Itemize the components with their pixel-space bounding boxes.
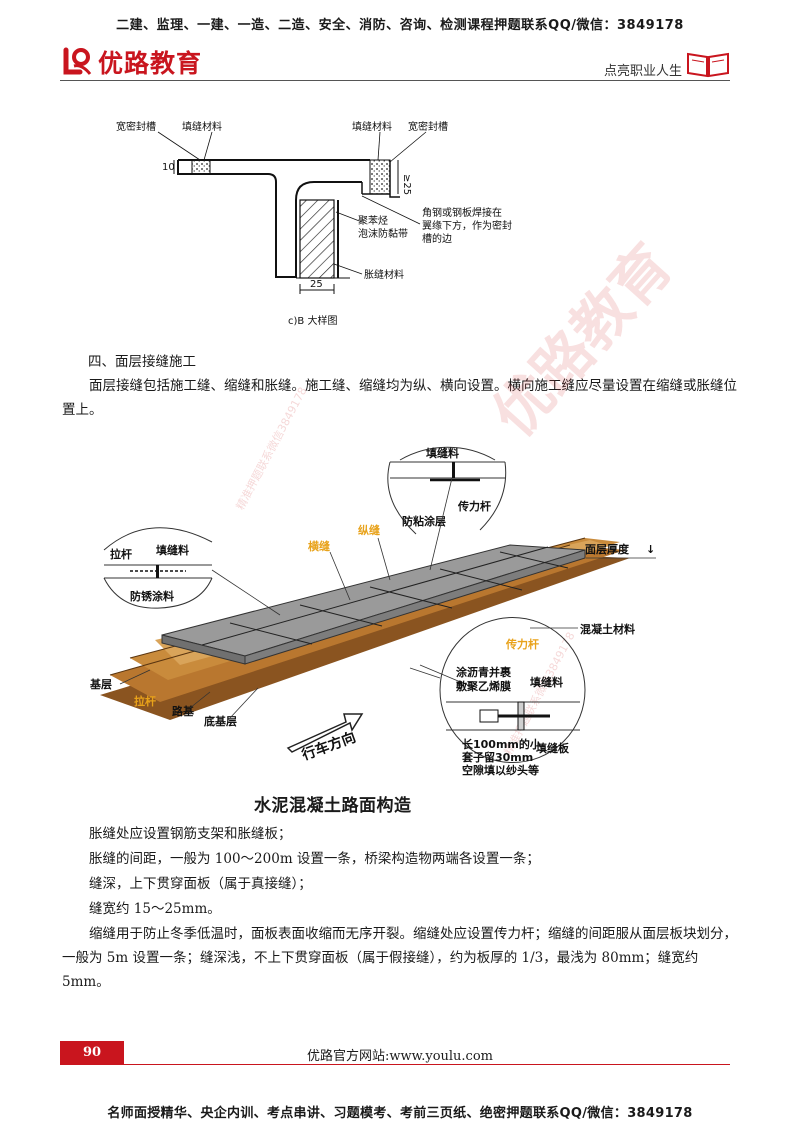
expansion-material-label: 胀缝材料 <box>364 268 404 281</box>
subgrade-label: 路基 <box>172 704 195 718</box>
section-heading: 四、面层接缝施工 <box>88 354 196 370</box>
tie-bar-yellow-label: 拉杆 <box>134 694 156 708</box>
foam-label-line2: 泡沫防黏带 <box>358 227 408 240</box>
transverse-joint-label: 横缝 <box>308 539 330 553</box>
anti-stick-label: 防粘涂层 <box>402 514 446 528</box>
dowel-yellow-label: 传力杆 <box>505 637 539 651</box>
seal-slot-left-label: 宽密封槽 <box>116 120 156 133</box>
angle-label-line2: 翼缘下方，作为密封 <box>422 219 512 232</box>
thickness-arrow-icon: ↓ <box>646 543 655 556</box>
anti-rust-label: 防锈涂料 <box>130 589 174 603</box>
text2-paragraph: 缩缝用于防止冬季低温时，面板表面收缩而无序开裂。缩缝处应设置传力杆；缩缝的间距服… <box>62 926 737 990</box>
filler-right-label: 填缝材料 <box>352 120 392 133</box>
base-label: 基层 <box>90 677 112 691</box>
text2-line4: 缝宽约 15～25mm。 <box>89 901 221 917</box>
dowel-label: 传力杆 <box>457 499 491 513</box>
angle-label-line3: 槽的边 <box>422 232 452 245</box>
top-filler-label: 填缝料 <box>426 446 459 460</box>
slab-thickness-label: 面层厚度 <box>585 542 630 556</box>
asphalt-label-line2: 敷聚乙烯膜 <box>456 679 511 693</box>
header-rule <box>60 80 730 81</box>
text2-line3: 缝深，上下贯穿面板（属于真接缝）； <box>89 876 312 892</box>
expansion-joint-detail-figure: 10 ≥25 25 宽密封槽 填缝材料 填缝材料 宽密封槽 聚苯烃 泡沫防黏带 … <box>116 120 512 327</box>
logo: 优路教育 <box>62 44 202 80</box>
sleeve-label-line2: 套子留30mm <box>462 750 533 764</box>
subbase-label: 底基层 <box>204 714 237 728</box>
longitudinal-joint-label: 纵缝 <box>358 523 380 537</box>
text2-line2: 胀缝的间距，一般为 100～200m 设置一条，桥梁构造物两端各设置一条； <box>89 851 540 867</box>
book-icon <box>687 52 729 78</box>
dim-ge25-label: ≥25 <box>401 174 412 195</box>
logo-text: 优路教育 <box>98 49 203 78</box>
page-number: 90 <box>60 1041 124 1065</box>
tie-bar-label: 拉杆 <box>110 547 132 561</box>
paragraph-1: 面层接缝包括施工缝、缩缝和胀缝。施工缝、缩缝均为纵、横向设置。横向施工缝应尽量设… <box>62 378 737 418</box>
filler-board-label: 填缝板 <box>536 741 570 755</box>
sleeve-label-line3: 空隙填以纱头等 <box>462 763 539 777</box>
seal-slot-right-label: 宽密封槽 <box>408 120 448 133</box>
right-filler-label: 填缝料 <box>530 675 563 689</box>
top-banner: 二建、监理、一建、一造、二造、安全、消防、咨询、检测课程押题联系QQ/微信：38… <box>116 18 684 33</box>
footer-rule <box>124 1064 730 1065</box>
slogan: 点亮职业人生 <box>603 64 682 79</box>
asphalt-label-line1: 涂沥青并裹 <box>456 665 512 679</box>
dim-25-label: 25 <box>310 279 323 290</box>
filler-left-label: 填缝材料 <box>182 120 222 133</box>
footer-site: 优路官方网站:www.youlu.com <box>307 1049 493 1064</box>
pavement-structure-figure: 填缝料 传力杆 防粘涂层 拉杆 填缝料 防锈涂料 横缝 纵缝 面层厚度 ↓ 混凝… <box>90 446 656 777</box>
figure2-title: 水泥混凝土路面构造 <box>254 796 412 816</box>
dim-10-label: 10 <box>162 162 175 173</box>
figure1-caption: c)B 大样图 <box>288 314 337 327</box>
angle-label-line1: 角钢或钢板焊接在 <box>422 206 502 219</box>
concrete-label: 混凝土材料 <box>580 622 635 636</box>
logo-mark-icon <box>63 47 92 75</box>
sleeve-label-line1: 长100mm的小 <box>462 737 541 751</box>
text2-line1: 胀缝处应设置钢筋支架和胀缝板； <box>89 826 292 842</box>
foam-label-line1: 聚苯烃 <box>358 214 388 227</box>
left-filler-label: 填缝料 <box>156 543 189 557</box>
bottom-banner: 名师面授精华、央企内训、考点串讲、习题模考、考前三页纸、绝密押题联系QQ/微信：… <box>107 1106 693 1121</box>
